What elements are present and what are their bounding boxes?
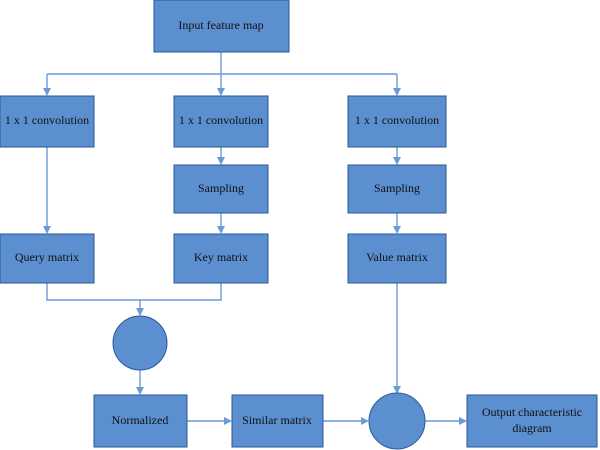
node-value: Value matrix <box>347 233 447 284</box>
arrowhead <box>136 387 144 395</box>
node-sampling-key: Sampling <box>173 164 269 214</box>
arrowhead <box>459 417 467 425</box>
node-sampling-value-box <box>347 164 447 214</box>
node-output: Output characteristic diagram <box>466 394 598 448</box>
arrowhead <box>43 88 51 96</box>
node-query: Query matrix <box>0 233 95 284</box>
node-input: Input feature map <box>153 0 290 53</box>
node-conv1-label: 1 x 1 convolution <box>5 113 89 127</box>
product-circle-query-key <box>112 315 168 371</box>
node-key-box <box>173 233 269 284</box>
node-input-box <box>153 0 290 53</box>
node-similar-label: Similar matrix <box>242 413 312 427</box>
node-conv2: 1 x 1 convolution <box>173 95 269 148</box>
node-query-label: Query matrix <box>15 250 79 264</box>
node-output-label-line1: Output characteristic <box>482 405 582 419</box>
arrowhead <box>393 157 401 165</box>
node-conv3: 1 x 1 convolution <box>347 95 447 148</box>
node-value-box <box>347 233 447 284</box>
node-conv3-label: 1 x 1 convolution <box>355 113 439 127</box>
edge-query-down <box>46 283 222 301</box>
node-normalized-box <box>93 394 188 448</box>
node-output-label-line2: diagram <box>512 421 552 435</box>
node-output-box <box>466 394 598 448</box>
node-normalized: Normalized <box>93 394 188 448</box>
edges <box>43 52 467 425</box>
product-circle-output <box>368 392 426 450</box>
node-input-label: Input feature map <box>178 18 263 32</box>
node-conv1-box <box>0 95 95 148</box>
node-normalized-label: Normalized <box>112 413 169 427</box>
arrowhead <box>217 88 225 96</box>
node-conv3-box <box>347 95 447 148</box>
arrowhead <box>217 226 225 234</box>
node-similar-box <box>231 394 324 448</box>
node-sampling-key-label: Sampling <box>198 181 244 195</box>
node-sampling-key-box <box>173 164 269 214</box>
arrowhead <box>393 88 401 96</box>
arrowhead <box>136 308 144 316</box>
node-conv2-label: 1 x 1 convolution <box>179 113 263 127</box>
arrowhead <box>361 417 369 425</box>
arrowhead <box>224 417 232 425</box>
node-value-label: Value matrix <box>366 250 428 264</box>
node-sampling-value-label: Sampling <box>374 181 420 195</box>
node-key-label: Key matrix <box>194 250 248 264</box>
node-key: Key matrix <box>173 233 269 284</box>
node-sampling-value: Sampling <box>347 164 447 214</box>
arrowhead <box>217 157 225 165</box>
node-query-box <box>0 233 95 284</box>
arrowhead <box>43 226 51 234</box>
arrowhead <box>393 226 401 234</box>
arrowhead <box>393 386 401 394</box>
node-conv1: 1 x 1 convolution <box>0 95 95 148</box>
node-similar: Similar matrix <box>231 394 324 448</box>
node-conv2-box <box>173 95 269 148</box>
